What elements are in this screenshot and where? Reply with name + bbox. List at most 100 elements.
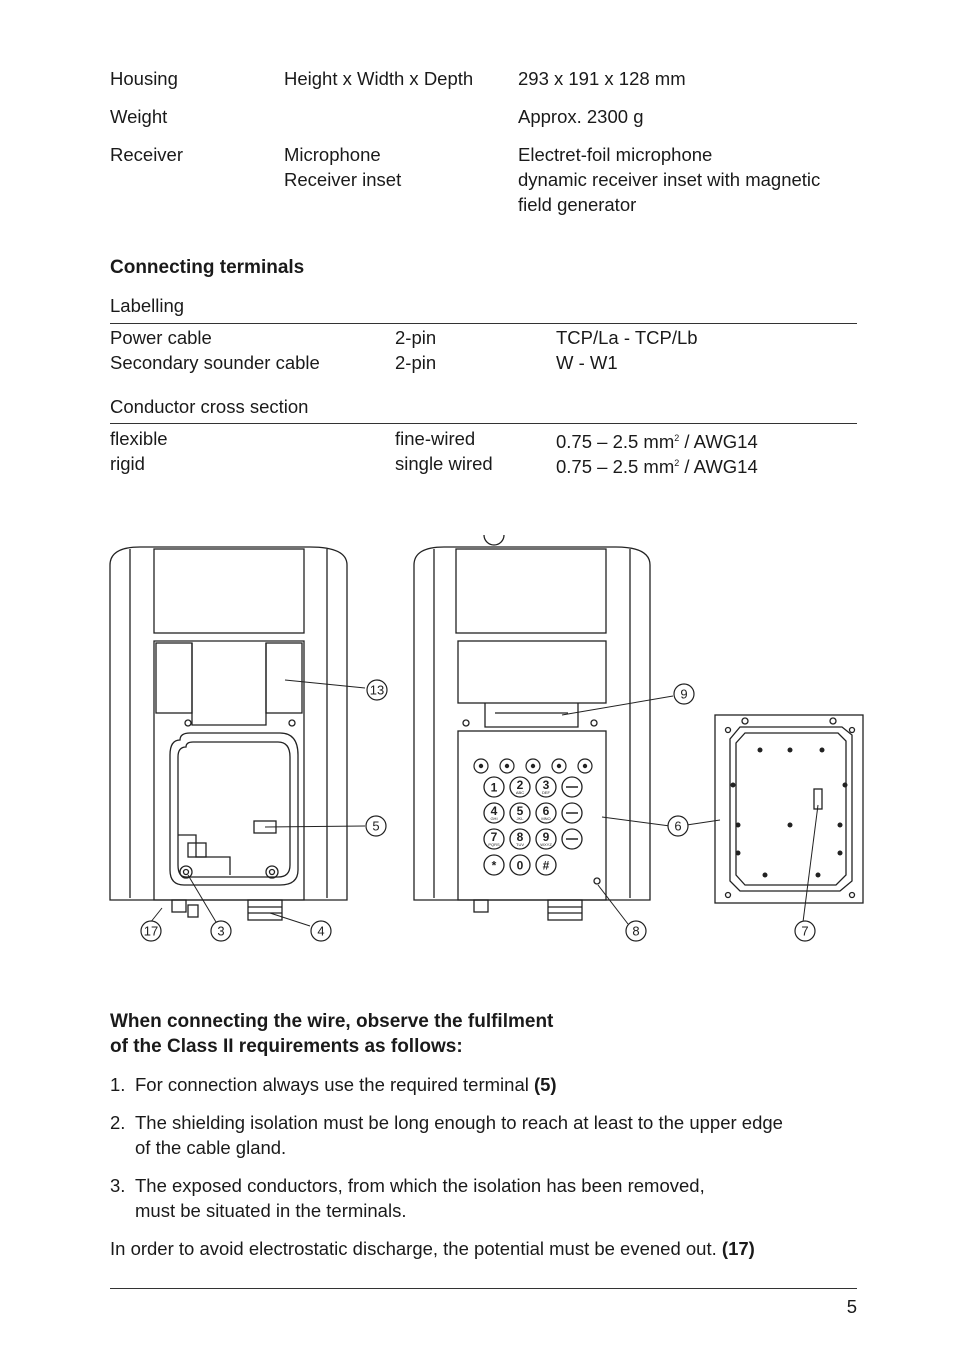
labelling-title: Labelling — [110, 295, 185, 316]
svg-text:4: 4 — [491, 804, 498, 818]
svg-text:8: 8 — [517, 830, 524, 844]
page-number: 5 — [846, 1296, 857, 1317]
list-number: 3. — [110, 1175, 126, 1196]
keypad-nav-key — [499, 758, 515, 774]
spec-value: Electret-foil microphone dynamic receive… — [518, 142, 858, 217]
svg-text:8: 8 — [632, 924, 639, 939]
svg-text:7: 7 — [491, 830, 498, 844]
svg-text:MNO: MNO — [541, 816, 550, 821]
instructions-heading-line1: When connecting the wire, observe the fu… — [110, 1011, 554, 1032]
conductor-type: fine-wired — [395, 428, 476, 449]
svg-text:3: 3 — [217, 924, 224, 939]
svg-text:TUV: TUV — [516, 842, 524, 847]
cable-pins: 2-pin — [395, 327, 437, 348]
list-number: 2. — [110, 1112, 126, 1133]
callout-5: 5 — [365, 815, 387, 837]
spec-param: Microphone Receiver inset — [284, 142, 514, 192]
spec-value-inset-2: field generator — [518, 194, 637, 215]
svg-text:6: 6 — [674, 819, 681, 834]
callout-4: 4 — [310, 920, 332, 942]
svg-text:WXYZ: WXYZ — [540, 842, 552, 847]
svg-text:7: 7 — [801, 924, 808, 939]
keypad-nav-key — [577, 758, 593, 774]
list-text: The shielding isolation must be long eno… — [135, 1112, 783, 1158]
svg-text:GHI: GHI — [490, 816, 497, 821]
keypad-key-*: * — [483, 854, 505, 876]
svg-text:ABC: ABC — [516, 790, 524, 795]
svg-text:5: 5 — [372, 819, 379, 834]
svg-text:R: R — [490, 535, 499, 538]
cable-name: Power cable — [110, 327, 212, 348]
svg-text:6: 6 — [543, 804, 550, 818]
spec-value: 293 x 191 x 128 mm — [518, 68, 686, 89]
callout-9: 9 — [673, 683, 695, 705]
callout-17: 17 — [140, 920, 162, 942]
conductor-value: 0.75 – 2.5 mm2 / AWG14 — [556, 431, 758, 452]
cable-pins: 2-pin — [395, 352, 437, 373]
spec-label: Housing — [110, 68, 178, 89]
keypad-function-key — [561, 802, 583, 824]
keypad-nav-key — [551, 758, 567, 774]
spec-value-inset-1: dynamic receiver inset with magnetic — [518, 169, 821, 190]
svg-text:#: # — [543, 859, 550, 873]
spec-value-microphone: Electret-foil microphone — [518, 144, 713, 165]
device-back-plate — [714, 714, 864, 904]
callout-6: 6 — [667, 815, 689, 837]
spec-value: Approx. 2300 g — [518, 106, 644, 127]
svg-text:9: 9 — [543, 830, 550, 844]
callout-3: 3 — [210, 920, 232, 942]
svg-text:9: 9 — [680, 687, 687, 702]
callout-8: 8 — [625, 920, 647, 942]
spec-label: Receiver — [110, 144, 183, 165]
svg-text:13: 13 — [370, 683, 384, 698]
instructions-heading: When connecting the wire, observe the fu… — [110, 1009, 553, 1059]
keypad-function-key — [561, 776, 583, 798]
esd-note: In order to avoid electrostatic discharg… — [110, 1238, 755, 1259]
device-keypad-front — [413, 546, 651, 921]
svg-text:0: 0 — [517, 859, 524, 873]
spec-param: Height x Width x Depth — [284, 68, 474, 89]
conductor-value: 0.75 – 2.5 mm2 / AWG14 — [556, 456, 758, 477]
list-text: The exposed conductors, from which the i… — [135, 1175, 705, 1221]
keypad-key-#: # — [535, 854, 557, 876]
conductor-name: rigid — [110, 453, 145, 474]
leader-lines — [149, 679, 819, 927]
spec-param-microphone: Microphone — [284, 144, 381, 165]
cable-name: Secondary sounder cable — [110, 352, 320, 373]
device-diagram: 12ABC3DEF4GHI5JKL6MNO7PQRS8TUV9WXYZ*0#R … — [109, 535, 864, 942]
list-text: For connection always use the required t… — [135, 1074, 557, 1095]
keypad-key-1: 1 — [483, 776, 505, 798]
conductor-name: flexible — [110, 428, 168, 449]
svg-text:5: 5 — [517, 804, 524, 818]
keypad-nav-key — [473, 758, 489, 774]
labelling-rule — [110, 323, 857, 324]
instructions-heading-line2: of the Class II requirements as follows: — [110, 1036, 463, 1057]
section-heading-terminals: Connecting terminals — [110, 257, 305, 278]
callout-13: 13 — [366, 679, 388, 701]
spec-param-receiver-inset: Receiver inset — [284, 169, 402, 190]
svg-text:JKL: JKL — [517, 816, 525, 821]
keypad-key-R: R — [483, 535, 505, 546]
svg-text:17: 17 — [144, 924, 158, 939]
conductor-type: single wired — [395, 453, 493, 474]
callout-7: 7 — [794, 920, 816, 942]
conductor-title: Conductor cross section — [110, 396, 309, 417]
svg-text:DEF: DEF — [542, 790, 551, 795]
svg-text:PQRS: PQRS — [488, 842, 500, 847]
keypad-function-key — [561, 828, 583, 850]
svg-text:3: 3 — [543, 778, 550, 792]
back-plate-screws — [730, 747, 848, 878]
cable-value: TCP/La - TCP/Lb — [556, 327, 698, 348]
svg-text:4: 4 — [317, 924, 324, 939]
conductor-rule — [110, 423, 857, 424]
svg-text:2: 2 — [517, 778, 524, 792]
svg-text:1: 1 — [491, 781, 498, 795]
